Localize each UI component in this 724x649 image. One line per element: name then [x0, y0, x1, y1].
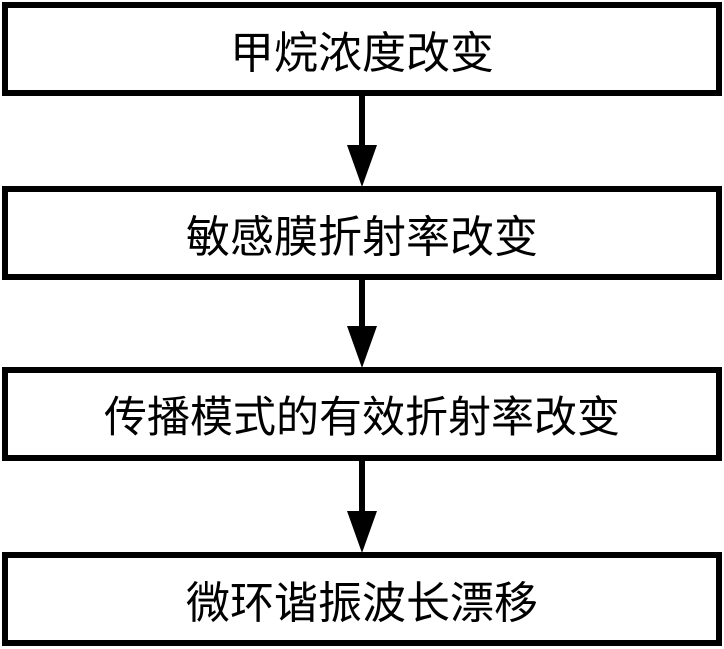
- step-label: 敏感膜折射率改变: [186, 212, 538, 263]
- step-methane-concentration-change: 甲烷浓度改变: [2, 2, 722, 96]
- step-label: 甲烷浓度改变: [230, 28, 494, 79]
- arrow-down-icon: [347, 461, 377, 553]
- step-film-refractive-index-change: 敏感膜折射率改变: [2, 186, 722, 280]
- arrow-down-icon: [347, 96, 377, 187]
- step-label: 传播模式的有效折射率改变: [104, 393, 620, 443]
- step-label: 微环谐振波长漂移: [186, 578, 538, 629]
- step-effective-index-change: 传播模式的有效折射率改变: [2, 367, 722, 461]
- step-microring-wavelength-shift: 微环谐振波长漂移: [2, 552, 722, 646]
- arrow-down-icon: [347, 280, 377, 368]
